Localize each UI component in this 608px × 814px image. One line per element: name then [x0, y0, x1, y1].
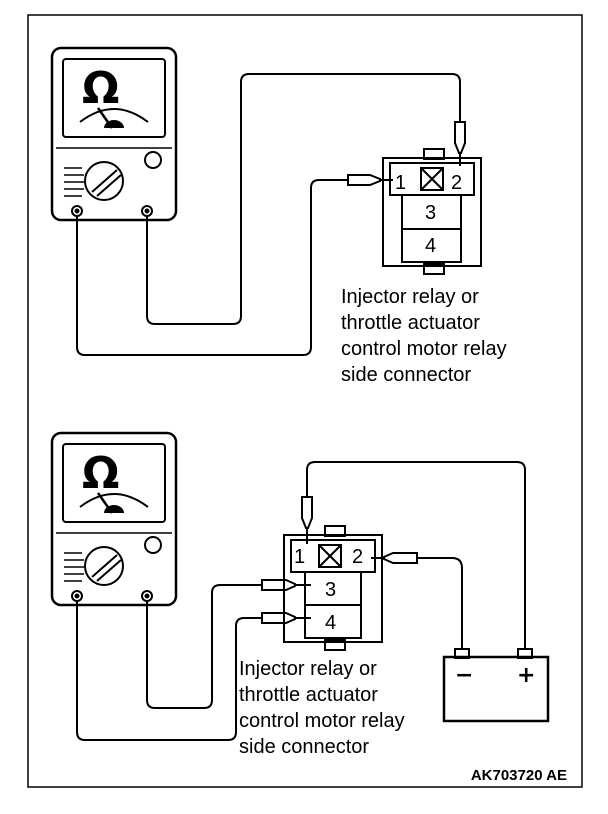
svg-text:side connector: side connector: [239, 736, 369, 758]
svg-text:control motor relay: control motor relay: [239, 710, 405, 732]
lead-meter-right-to-pin-3: [146, 584, 262, 709]
top-ohm-symbol: Ω: [82, 63, 119, 114]
figure-frame: [27, 14, 583, 788]
top-connector-label: Injector relay or throttle actuator cont…: [341, 286, 507, 386]
connector-housing: [283, 534, 383, 643]
probe-pin-1: [347, 174, 381, 186]
pin-3: 3: [425, 202, 436, 224]
top-ohmmeter: [50, 46, 178, 222]
bottom-connector-label: Injector relay or throttle actuator cont…: [239, 658, 405, 758]
lead-battery-positive-to-pin-1: [306, 461, 526, 649]
pin-1: 1: [395, 172, 406, 194]
ohmmeter-scale: [79, 108, 149, 123]
top-relay-connector: [382, 148, 482, 275]
svg-text:Injector relay or: Injector relay or: [239, 658, 377, 680]
bottom-relay-connector: [283, 525, 383, 651]
top-test-leads: [76, 73, 466, 356]
range-selector-knob: [84, 546, 124, 586]
figure-code: AK703720 AE: [471, 767, 567, 784]
svg-text:control motor relay: control motor relay: [341, 338, 507, 360]
pin-3: 3: [325, 579, 336, 601]
pin-4: 4: [325, 612, 336, 634]
pin-1: 1: [294, 546, 305, 568]
svg-text:throttle actuator: throttle actuator: [239, 684, 378, 706]
pin-2: 2: [451, 172, 462, 194]
probe-pin-3: [261, 579, 296, 591]
lead-battery-negative-to-pin-2: [417, 557, 463, 649]
lead-meter-left-to-pin-1: [76, 179, 348, 356]
battery-negative-terminal: −: [455, 663, 473, 688]
probe-pin-1: [301, 496, 313, 529]
svg-text:side connector: side connector: [341, 364, 471, 386]
probe-pin-2: [454, 121, 466, 154]
range-selector-knob: [84, 161, 124, 201]
ohmmeter-body: [50, 431, 178, 607]
bottom-test-leads: [76, 461, 526, 741]
pin-2: 2: [352, 546, 363, 568]
bottom-ohmmeter: [50, 431, 178, 607]
zero-adjust-knob: [144, 536, 162, 554]
zero-adjust-knob: [144, 151, 162, 169]
bottom-ohm-symbol: Ω: [82, 448, 119, 499]
ohmmeter-body: [50, 46, 178, 222]
svg-text:Injector relay or: Injector relay or: [341, 286, 479, 308]
probe-pin-4: [261, 612, 296, 624]
lead-meter-left-to-pin-4: [76, 601, 262, 741]
ohmmeter-scale: [79, 493, 149, 508]
svg-text:throttle actuator: throttle actuator: [341, 312, 480, 334]
ohmmeter-display: [62, 58, 166, 138]
lead-meter-right-to-pin-2: [146, 73, 461, 325]
connector-housing: [382, 157, 482, 267]
bottom-connector-pins: 1 2 3 4: [294, 546, 363, 634]
probe-pin-2: [383, 552, 418, 564]
pin-4: 4: [425, 235, 436, 257]
battery-body: [442, 655, 550, 723]
ohmmeter-display: [62, 443, 166, 523]
top-connector-pins: 1 2 3 4: [395, 172, 462, 257]
battery-positive-terminal: +: [517, 663, 535, 688]
